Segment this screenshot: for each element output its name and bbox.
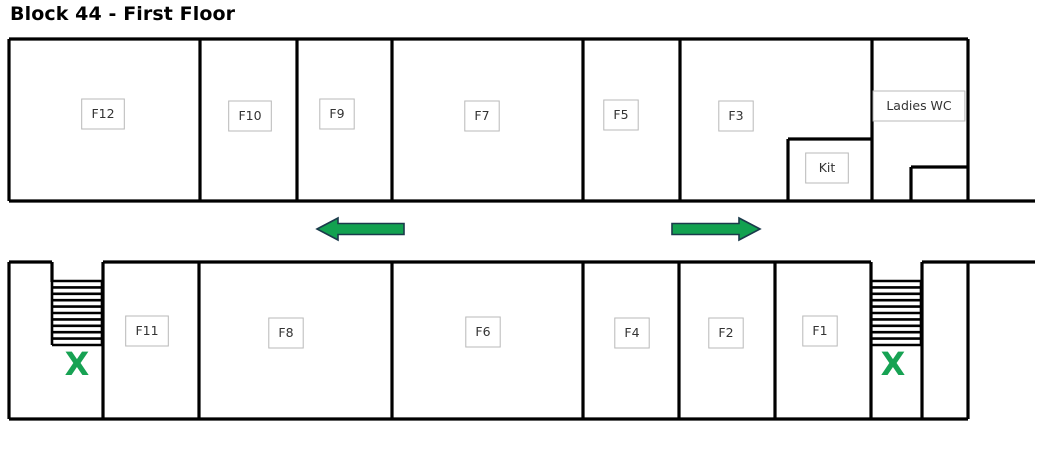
room-f12-label: F12 [81, 98, 125, 130]
room-f10-label: F10 [228, 100, 272, 132]
room-label-box [805, 152, 849, 184]
room-label-text: F8 [278, 325, 293, 340]
exit-marker-x: X [65, 345, 90, 383]
room-label-box [872, 90, 966, 122]
left-staircase-icon [50, 279, 104, 347]
room-label-box [228, 100, 272, 132]
room-label-box [464, 100, 500, 132]
room-label-text: Ladies WC [886, 98, 952, 113]
room-label-text: F6 [475, 324, 490, 339]
room-label-box [708, 317, 744, 349]
room-f8-label: F8 [268, 317, 304, 349]
room-label-box [802, 315, 838, 347]
room-f9-label: F9 [319, 98, 355, 130]
corridor-arrow-left-icon [315, 216, 405, 242]
room-f5-label: F5 [603, 99, 639, 131]
room-label-text: F5 [613, 107, 628, 122]
room-label-text: F1 [812, 323, 827, 338]
room-label-box [319, 98, 355, 130]
corridor-direction-arrows [315, 216, 762, 242]
room-f6-label: F6 [465, 316, 501, 348]
room-label-text: F12 [91, 106, 114, 121]
bottom-row-walls [7, 260, 1035, 421]
room-f4-label: F4 [614, 317, 650, 349]
room-label-box [603, 99, 639, 131]
room-kit-label: Kit [805, 152, 849, 184]
room-f2-label: F2 [708, 317, 744, 349]
room-label-text: F2 [718, 325, 733, 340]
room-ladies-wc-label: Ladies WC [872, 90, 966, 122]
kitchen-walls [786, 137, 872, 201]
exit-marker-x: X [881, 345, 906, 383]
room-label-box [718, 100, 754, 132]
room-label-box [465, 316, 501, 348]
top-row-walls [7, 37, 1035, 203]
corridor-arrow-right-icon [671, 216, 762, 242]
room-label-box [81, 98, 125, 130]
ladies-wc-alcove-walls [909, 165, 968, 201]
room-label-text: F3 [728, 108, 743, 123]
room-label-box [614, 317, 650, 349]
room-label-text: F7 [474, 108, 489, 123]
room-label-text: F4 [624, 325, 639, 340]
room-label-text: F10 [238, 108, 261, 123]
room-f3-label: F3 [718, 100, 754, 132]
page-title: Block 44 - First Floor [10, 3, 236, 25]
room-label-box [268, 317, 304, 349]
room-f11-label: F11 [125, 315, 169, 347]
room-label-text: F9 [329, 106, 344, 121]
staircases [50, 279, 923, 347]
room-label-box [125, 315, 169, 347]
room-f1-label: F1 [802, 315, 838, 347]
room-label-text: Kit [819, 160, 836, 175]
room-f7-label: F7 [464, 100, 500, 132]
room-label-text: F11 [135, 323, 158, 338]
right-staircase-icon [869, 279, 923, 347]
